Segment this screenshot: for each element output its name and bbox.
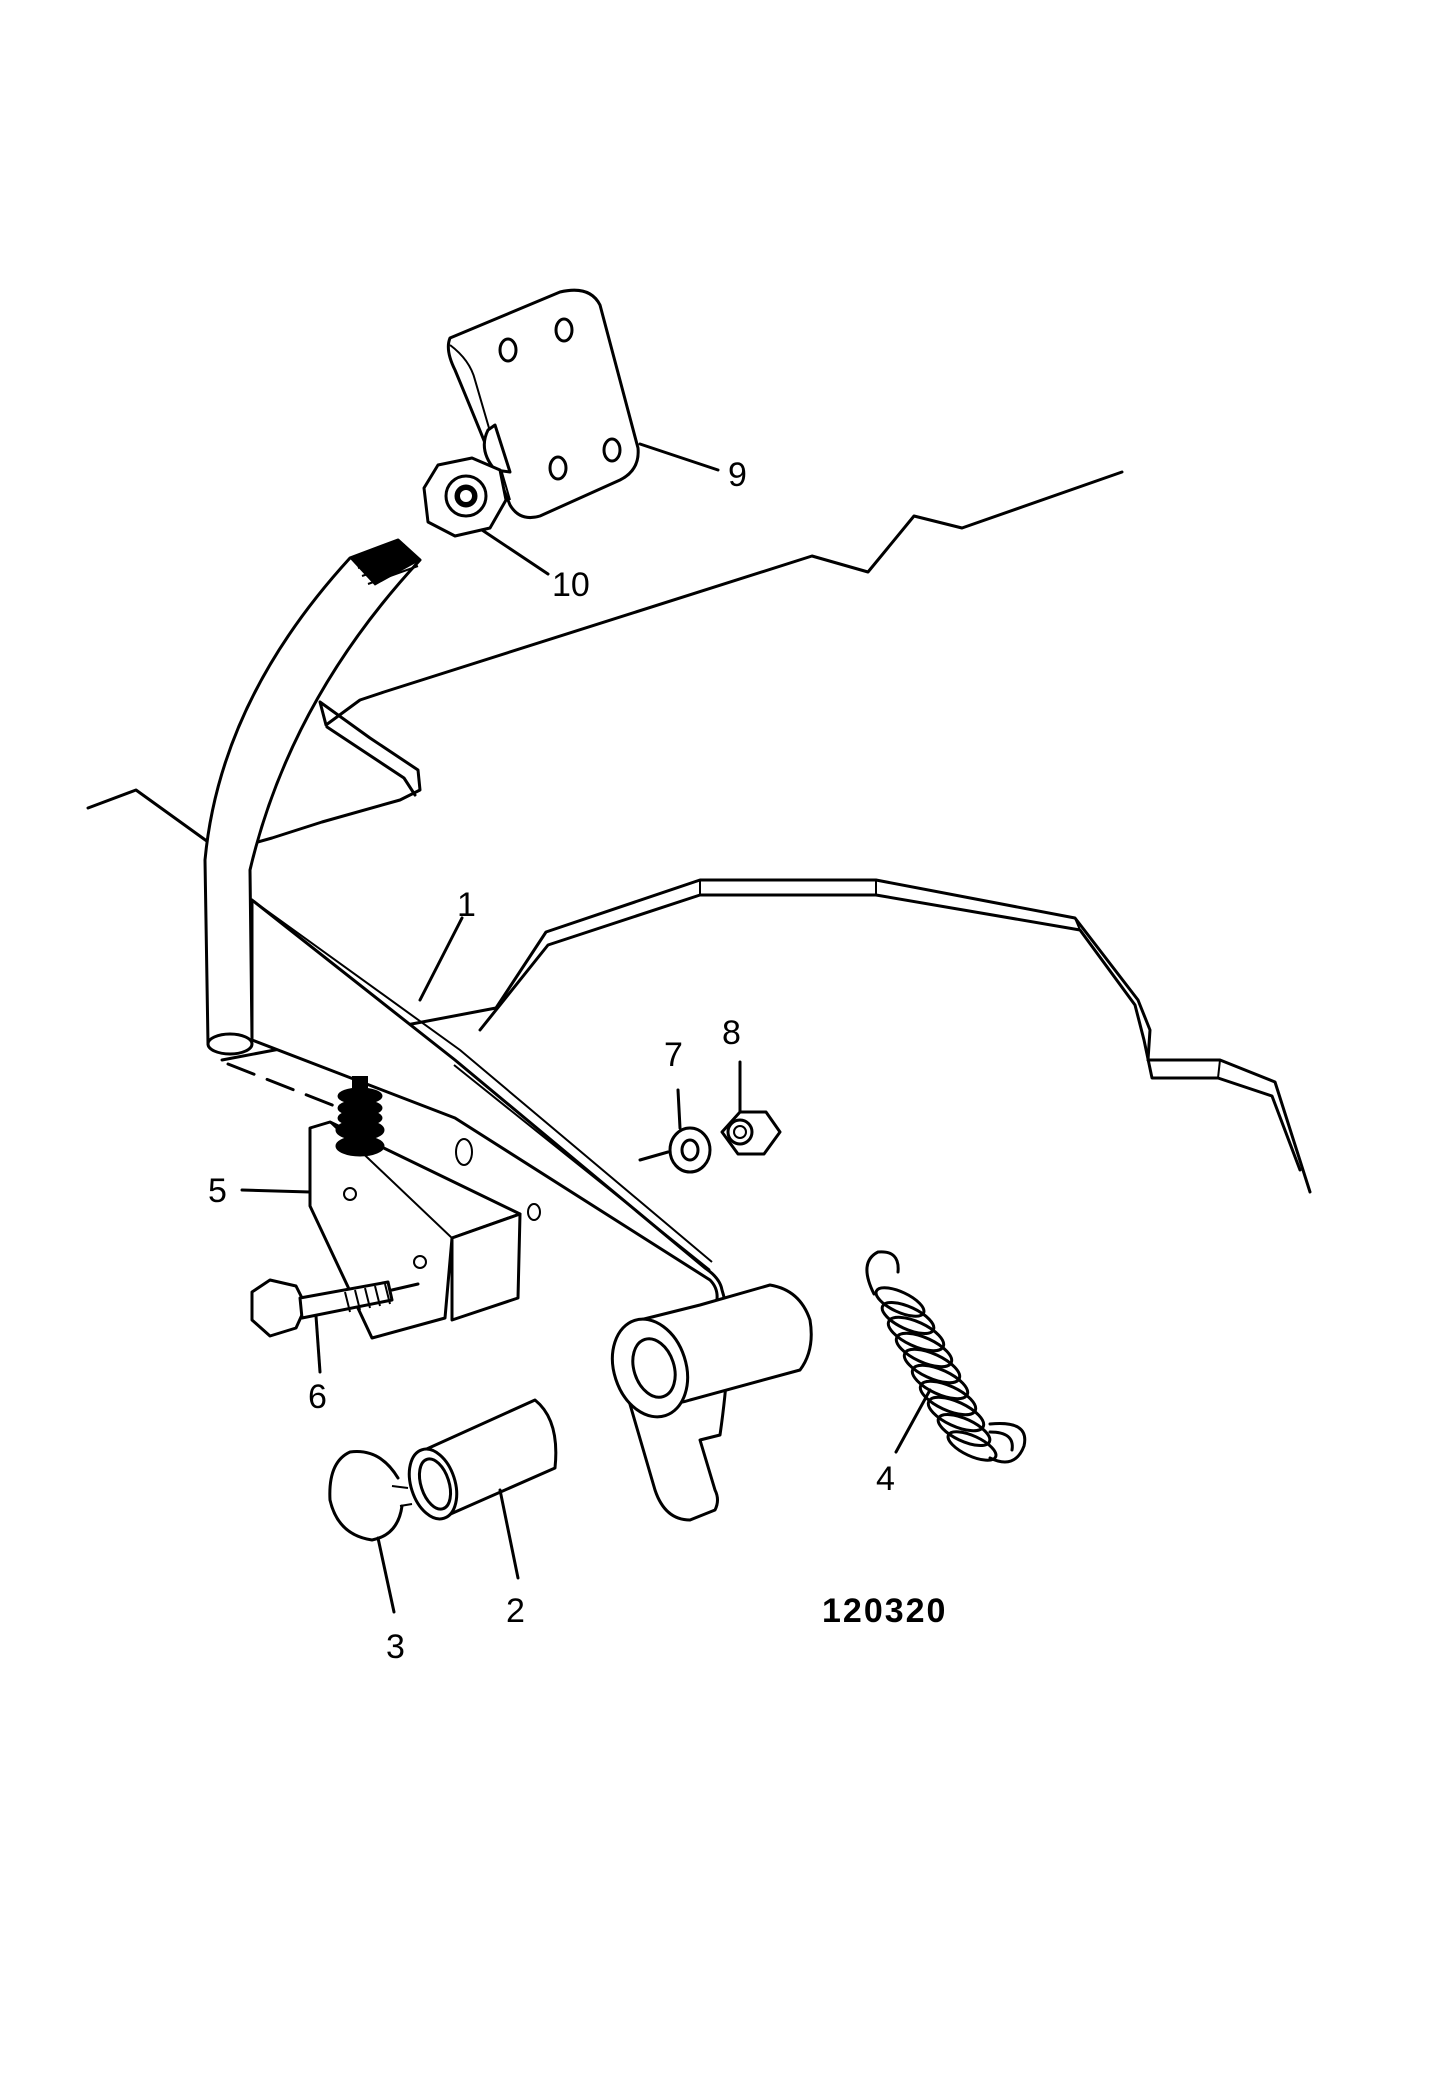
bushing-part-2 (407, 1398, 558, 1521)
callout-7: 7 (664, 1036, 683, 1074)
switch-block-part-5 (308, 1076, 522, 1340)
callout-9: 9 (728, 456, 747, 494)
pedal-arm-part-1 (203, 538, 813, 1522)
lock-nut-part-8 (720, 1110, 782, 1156)
bolt-part-6 (250, 1278, 420, 1338)
leader-lines (240, 442, 932, 1614)
callout-3: 3 (386, 1628, 405, 1666)
callout-4: 4 (876, 1460, 895, 1498)
frame-outline-lower (220, 878, 1312, 1194)
callout-10: 10 (552, 566, 590, 604)
retaining-clip-part-3 (328, 1450, 413, 1542)
rod-thread (349, 539, 421, 586)
callout-8: 8 (722, 1014, 741, 1052)
callout-6: 6 (308, 1378, 327, 1416)
callout-2: 2 (506, 1592, 525, 1630)
extension-spring-part-4 (865, 1250, 1027, 1464)
figure-number: 120320 (822, 1592, 947, 1630)
callout-1: 1 (457, 886, 476, 924)
pedal-pad-part-9 (446, 288, 640, 520)
callout-5: 5 (208, 1172, 227, 1210)
washer-part-7 (638, 1126, 712, 1174)
plunger-spring (335, 1076, 385, 1157)
hex-nut-part-10 (422, 456, 508, 538)
callout-labels: 1 2 3 4 5 6 7 8 9 10 (208, 456, 895, 1666)
frame-outline-upper (86, 470, 1124, 854)
